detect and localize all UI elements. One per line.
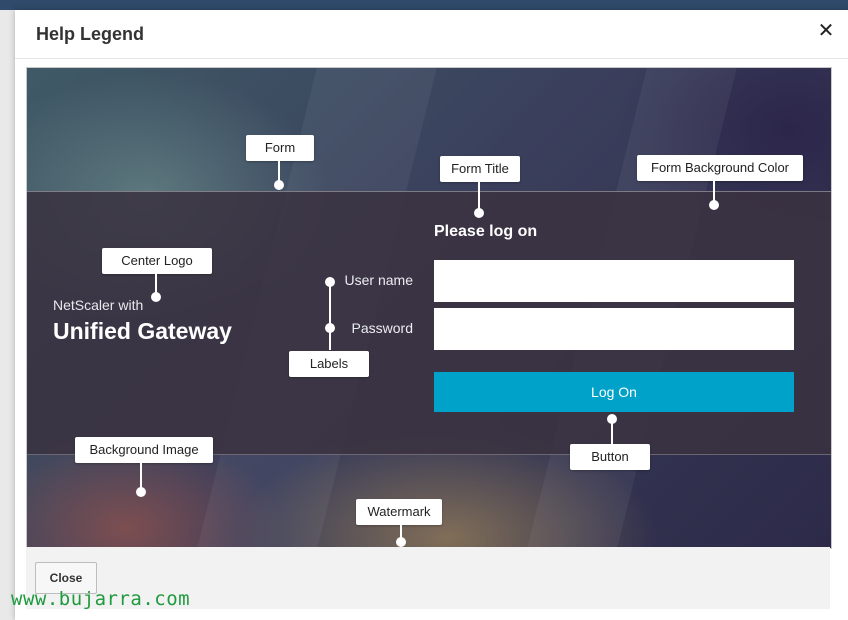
- callout-connector: [611, 418, 613, 444]
- callout-form: Form: [246, 135, 314, 161]
- callout-marker: [136, 487, 146, 497]
- callout-connector: [713, 181, 715, 203]
- password-input[interactable]: [434, 308, 794, 350]
- close-icon[interactable]: ✕: [817, 20, 835, 42]
- dialog-title: Help Legend: [36, 24, 145, 44]
- callout-labels: Labels: [289, 351, 369, 377]
- callout-marker: [151, 292, 161, 302]
- logon-button[interactable]: Log On: [434, 372, 794, 412]
- callout-form-background-color: Form Background Color: [637, 155, 803, 181]
- site-watermark: www.bujarra.com: [11, 588, 191, 610]
- callout-connector: [478, 182, 480, 209]
- callout-connector: [329, 282, 331, 350]
- callout-form-title: Form Title: [440, 156, 520, 182]
- dialog-footer: [26, 547, 830, 609]
- center-logo-subtitle: NetScaler with: [53, 297, 144, 313]
- form-title: Please log on: [434, 223, 538, 240]
- dialog-header: Help Legend ✕: [15, 10, 848, 59]
- backdrop-top-bar: [0, 0, 848, 10]
- callout-marker: [474, 208, 484, 218]
- callout-connector: [140, 463, 142, 489]
- username-label: User name: [344, 272, 413, 288]
- username-input[interactable]: [434, 260, 794, 302]
- help-legend-dialog: Help Legend ✕ NetScaler with Unified Gat…: [15, 10, 848, 620]
- callout-marker: [325, 323, 335, 333]
- center-logo-title: Unified Gateway: [53, 318, 232, 344]
- callout-button: Button: [570, 444, 650, 470]
- callout-marker: [274, 180, 284, 190]
- close-button[interactable]: Close: [35, 562, 97, 594]
- callout-connector: [278, 161, 280, 184]
- callout-connector: [400, 525, 402, 542]
- callout-connector: [155, 274, 157, 294]
- callout-watermark: Watermark: [356, 499, 442, 525]
- login-page-preview: NetScaler with Unified Gateway Please lo…: [26, 67, 832, 549]
- callout-background-image: Background Image: [75, 437, 213, 463]
- callout-marker: [709, 200, 719, 210]
- callout-marker: [396, 537, 406, 547]
- callout-center-logo: Center Logo: [102, 248, 212, 274]
- password-label: Password: [351, 320, 413, 336]
